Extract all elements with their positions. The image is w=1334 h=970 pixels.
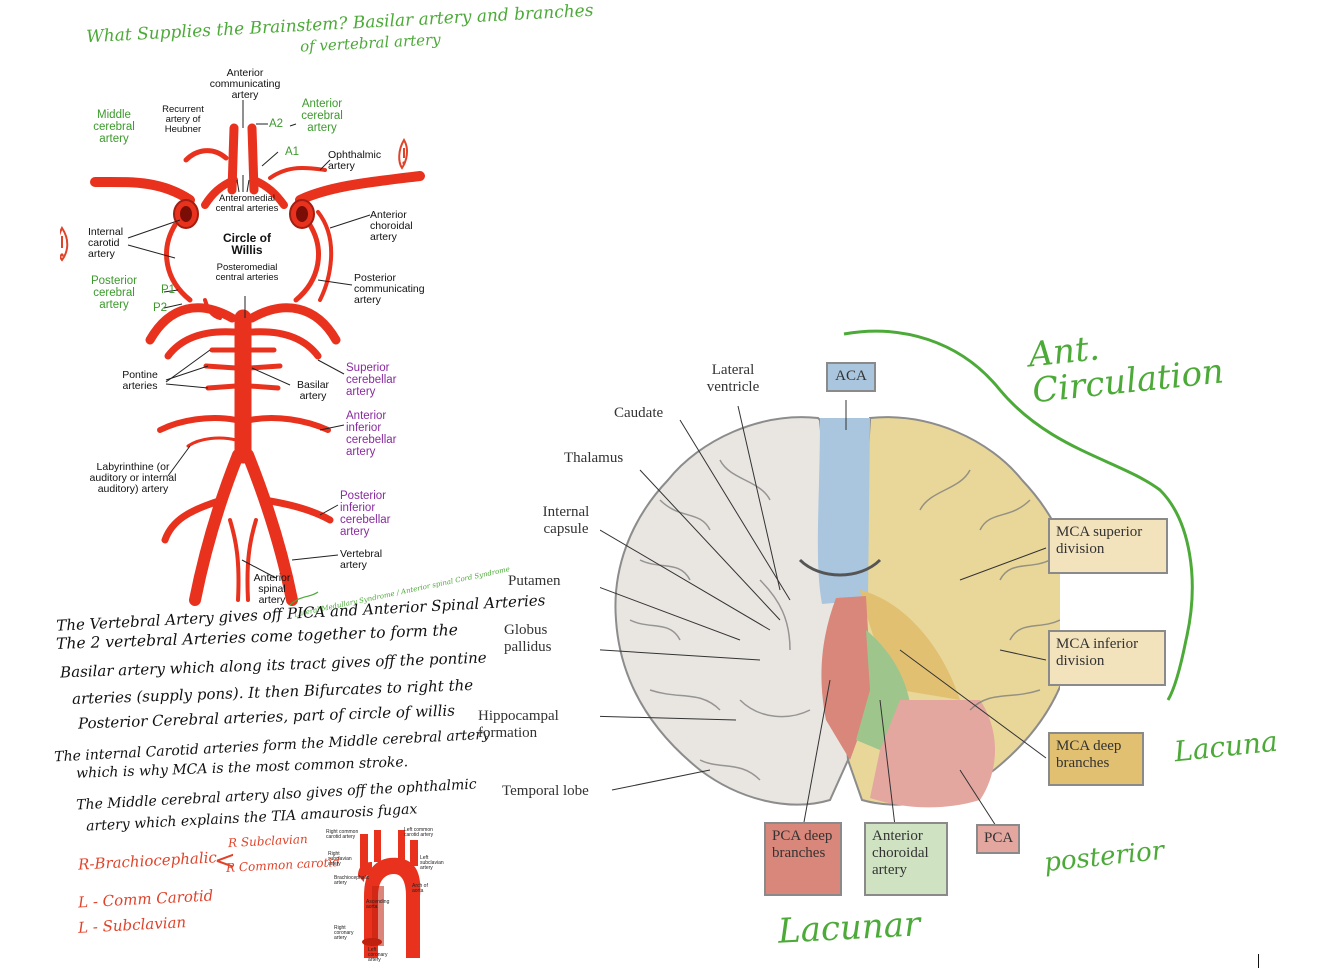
- aortic-arch-diagram: [358, 830, 421, 958]
- label-vertebral: Vertebral artery: [340, 548, 383, 571]
- label-anterior-cerebral: Anterior cerebral artery: [301, 98, 343, 134]
- red-note-l-common: L - Comm Carotid: [77, 886, 214, 912]
- note-line-5: Posterior Cerebral arteries, part of cir…: [77, 701, 456, 733]
- territory-box-aca: ACA: [826, 362, 876, 392]
- brain-label-hippocampal: Hippocampal formation: [478, 708, 559, 741]
- aorta-label-left-coronary: Left coronary artery: [368, 947, 388, 963]
- label-recurrent-heubner: Recurrent artery of Heubner: [162, 104, 204, 135]
- territory-box-pca: PCA: [976, 824, 1020, 854]
- warning-mark-left: [60, 226, 69, 262]
- brain-coronal-section: [600, 400, 1060, 827]
- label-anteromedial: Anteromedial central arteries: [215, 193, 279, 214]
- aorta-label-left-subclavian: Left subclavian artery: [420, 855, 444, 871]
- label-pontine: Pontine arteries: [122, 369, 158, 392]
- aca-territory: [817, 418, 870, 604]
- label-superior-cerebellar: Superior cerebellar artery: [346, 362, 397, 398]
- label-p1: P1: [160, 284, 176, 296]
- territory-box-pca-deep: PCA deep branches: [764, 822, 842, 896]
- label-ophthalmic: Ophthalmic artery: [328, 149, 382, 172]
- pca-territory: [870, 700, 995, 808]
- label-anterior-spinal: Anterior spinal artery: [253, 572, 291, 606]
- mca-left: [90, 176, 195, 205]
- annotation-posterior: posterior: [1042, 835, 1166, 879]
- annotation-lacuna: Lacuna: [1172, 724, 1280, 769]
- label-anterior-choroidal: Anterior choroidal artery: [370, 209, 413, 243]
- pcomm-left: [164, 222, 193, 303]
- label-a2: A2: [268, 118, 284, 130]
- aorta-label-ascending: Ascending aorta: [366, 899, 390, 910]
- aorta-label-right-subclavian: Right subclavian artery: [328, 851, 352, 867]
- brain-label-globus-pallidus: Globus pallidus: [504, 622, 552, 655]
- text-cursor: [1258, 954, 1259, 968]
- brain-label-caudate: Caudate: [614, 405, 664, 421]
- aorta-label-arch: Arch of aorta: [412, 883, 428, 894]
- red-note-l-subclavian: L - Subclavian: [77, 913, 187, 937]
- left-hemisphere: [614, 416, 850, 806]
- label-middle-cerebral: Middle cerebral artery: [93, 109, 135, 145]
- brain-label-lateral-ventricle: Lateral ventricle: [706, 362, 760, 395]
- label-a1: A1: [284, 146, 300, 158]
- territory-box-mca-superior: MCA superior division: [1048, 518, 1168, 574]
- pca-left: [145, 303, 237, 345]
- aorta-label-right-coronary: Right coronary artery: [334, 925, 354, 941]
- aorta-label-left-common-carotid: Left common carotid artery: [404, 827, 434, 838]
- label-aica: Anterior inferior cerebellar artery: [346, 410, 397, 458]
- label-anterior-communicating: Anterior communicating artery: [209, 67, 281, 101]
- mca-deep-territory: [860, 590, 960, 700]
- warning-mark-right: [398, 138, 409, 170]
- label-posteromedial: Posteromedial central arteries: [215, 262, 279, 283]
- vertebral-right: [242, 449, 298, 606]
- label-basilar: Basilar artery: [296, 379, 330, 402]
- pcomm-right: [293, 222, 321, 303]
- pca-right: [247, 303, 341, 345]
- pca-deep-territory: [821, 596, 872, 760]
- label-circle-of-willis: Circle of Willis: [222, 231, 271, 257]
- mca-right: [295, 171, 425, 205]
- brain-label-thalamus: Thalamus: [564, 450, 624, 466]
- label-p2: P2: [152, 302, 168, 314]
- territory-box-anterior-choroidal: Anterior choroidal artery: [864, 822, 948, 896]
- label-pica: Posterior inferior cerebellar artery: [340, 490, 391, 538]
- label-internal-carotid: Internal carotid artery: [88, 226, 124, 260]
- red-note-brachiocephalic: R-Brachiocephalic: [77, 848, 218, 874]
- aorta-label-right-common-carotid: Right common carotid artery: [326, 829, 359, 840]
- brain-label-internal-capsule: Internal capsule: [542, 504, 590, 537]
- aorta-label-brachiocephalic: Brachiocephalic artery: [334, 875, 370, 886]
- label-labyrinthine: Labyrinthine (or auditory or internal au…: [89, 461, 177, 495]
- brain-label-putamen: Putamen: [508, 573, 561, 589]
- label-posterior-communicating: Posterior communicating artery: [354, 272, 425, 306]
- green-bracket: [843, 329, 1194, 701]
- vertebral-left: [189, 449, 244, 606]
- brain-label-temporal-lobe: Temporal lobe: [502, 783, 589, 799]
- note-line-3: Basilar artery which along its tract giv…: [59, 648, 487, 682]
- territory-box-mca-deep: MCA deep branches: [1048, 732, 1144, 786]
- annotation-lacunar: Lacunar: [777, 904, 922, 952]
- label-posterior-cerebral: Posterior cerebral artery: [90, 275, 138, 311]
- circle-of-willis-diagram: [60, 100, 425, 606]
- red-note-bracket: <: [214, 846, 236, 876]
- red-note-r-subclavian: R Subclavian: [227, 831, 309, 851]
- territory-box-mca-inferior: MCA inferior division: [1048, 630, 1166, 686]
